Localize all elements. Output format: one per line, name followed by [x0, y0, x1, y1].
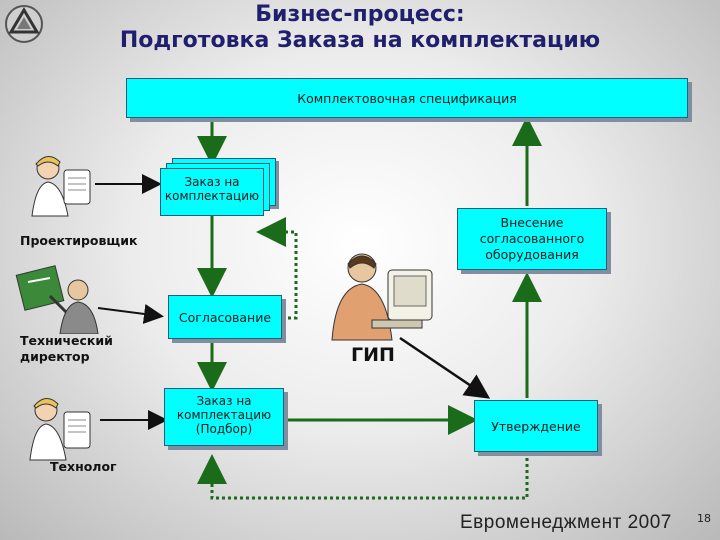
- tech-director-label-2: директор: [20, 349, 90, 364]
- order-draft-document: Заказ на комплектацию: [160, 168, 264, 216]
- amendment-label-2: согласованного: [479, 231, 585, 246]
- picking-order-document: Заказ на комплектацию (Подбор): [164, 388, 284, 446]
- designer-label: Проектировщик: [20, 233, 138, 248]
- tech-director-label-1: Технический: [20, 333, 113, 348]
- amendment-label-1: Внесение: [500, 215, 564, 230]
- arrow-tech-director: [97, 304, 164, 324]
- picking-order-label-3: (Подбор): [195, 422, 253, 436]
- dotted-feedback-coordination: [256, 217, 298, 320]
- technologist-figure-icon: [29, 398, 91, 461]
- tech-director-figure-icon: [15, 265, 99, 334]
- gip-figure-icon: [331, 253, 433, 341]
- approval-label: Утверждение: [491, 418, 581, 434]
- order-draft-label-2: комплектацию: [164, 189, 260, 203]
- picking-order-label-1: Заказ на: [196, 394, 252, 408]
- page-number: 18: [697, 512, 711, 525]
- amendment-label-3: оборудования: [485, 247, 579, 262]
- arrow-gip: [399, 336, 491, 399]
- amendment-box: Внесение согласованного оборудования: [457, 208, 607, 270]
- title-line-2: Подготовка Заказа на комплектацию: [119, 28, 601, 53]
- picking-order-label-2: комплектацию: [176, 408, 272, 422]
- title-line-1: Бизнес-процесс:: [255, 2, 465, 27]
- company-logo: [5, 5, 43, 43]
- coordination-label: Согласование: [178, 309, 272, 325]
- designer-figure-icon: [31, 156, 91, 217]
- specification-label: Комплектовочная спецификация: [297, 90, 517, 106]
- dotted-feedback-approval: [197, 454, 529, 500]
- order-draft-label-1: Заказ на: [184, 175, 240, 189]
- specification-box: Комплектовочная спецификация: [126, 78, 688, 118]
- gip-label: ГИП: [351, 344, 395, 366]
- footer-brand: Евроменеджмент 2007: [460, 512, 672, 533]
- tech-director-label: Технический директор: [20, 333, 113, 365]
- approval-box: Утверждение: [474, 400, 598, 452]
- technologist-label: Технолог: [50, 459, 117, 474]
- coordination-box: Согласование: [168, 295, 282, 339]
